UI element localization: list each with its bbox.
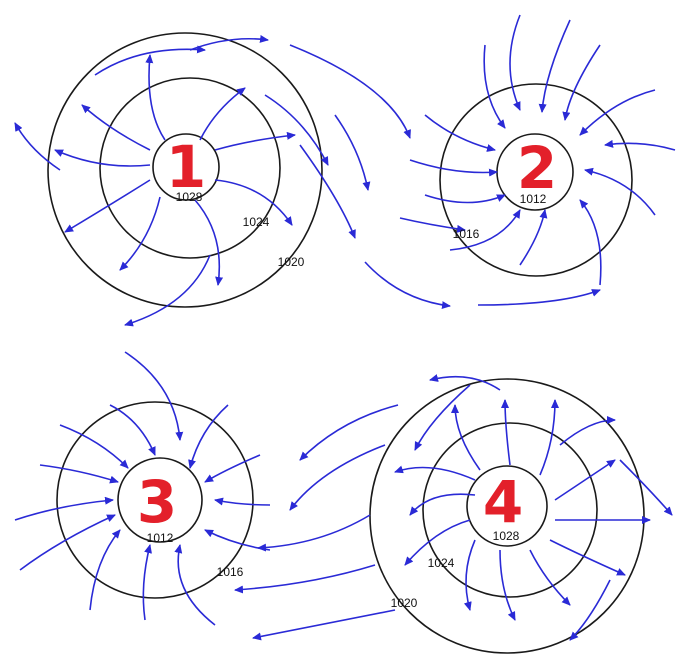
isobar-label-4-1020: 1020: [391, 596, 418, 610]
isobar-label-3-1016: 1016: [217, 565, 244, 579]
wind-arrows-2: [290, 15, 675, 306]
system-number-4: 4: [483, 468, 523, 536]
system-4: 4 1028 1024 1020: [235, 377, 672, 653]
center-pressure-1: 1028: [176, 190, 203, 204]
system-number-3: 3: [137, 468, 177, 536]
center-pressure-3: 1012: [147, 531, 174, 545]
system-1: 1 1028 1024 1020: [15, 33, 328, 325]
isobar-label-1-1020: 1020: [278, 255, 305, 269]
isobar-label-4-1024: 1024: [428, 556, 455, 570]
center-pressure-4: 1028: [493, 529, 520, 543]
center-pressure-2: 1012: [520, 192, 547, 206]
isobar-label-2-1016: 1016: [453, 227, 480, 241]
wind-arrows-4: [235, 377, 672, 640]
system-3: 3 1012 1016: [15, 352, 270, 625]
system-2: 2 1012 1016: [290, 15, 675, 306]
isobar-label-1-1024: 1024: [243, 215, 270, 229]
